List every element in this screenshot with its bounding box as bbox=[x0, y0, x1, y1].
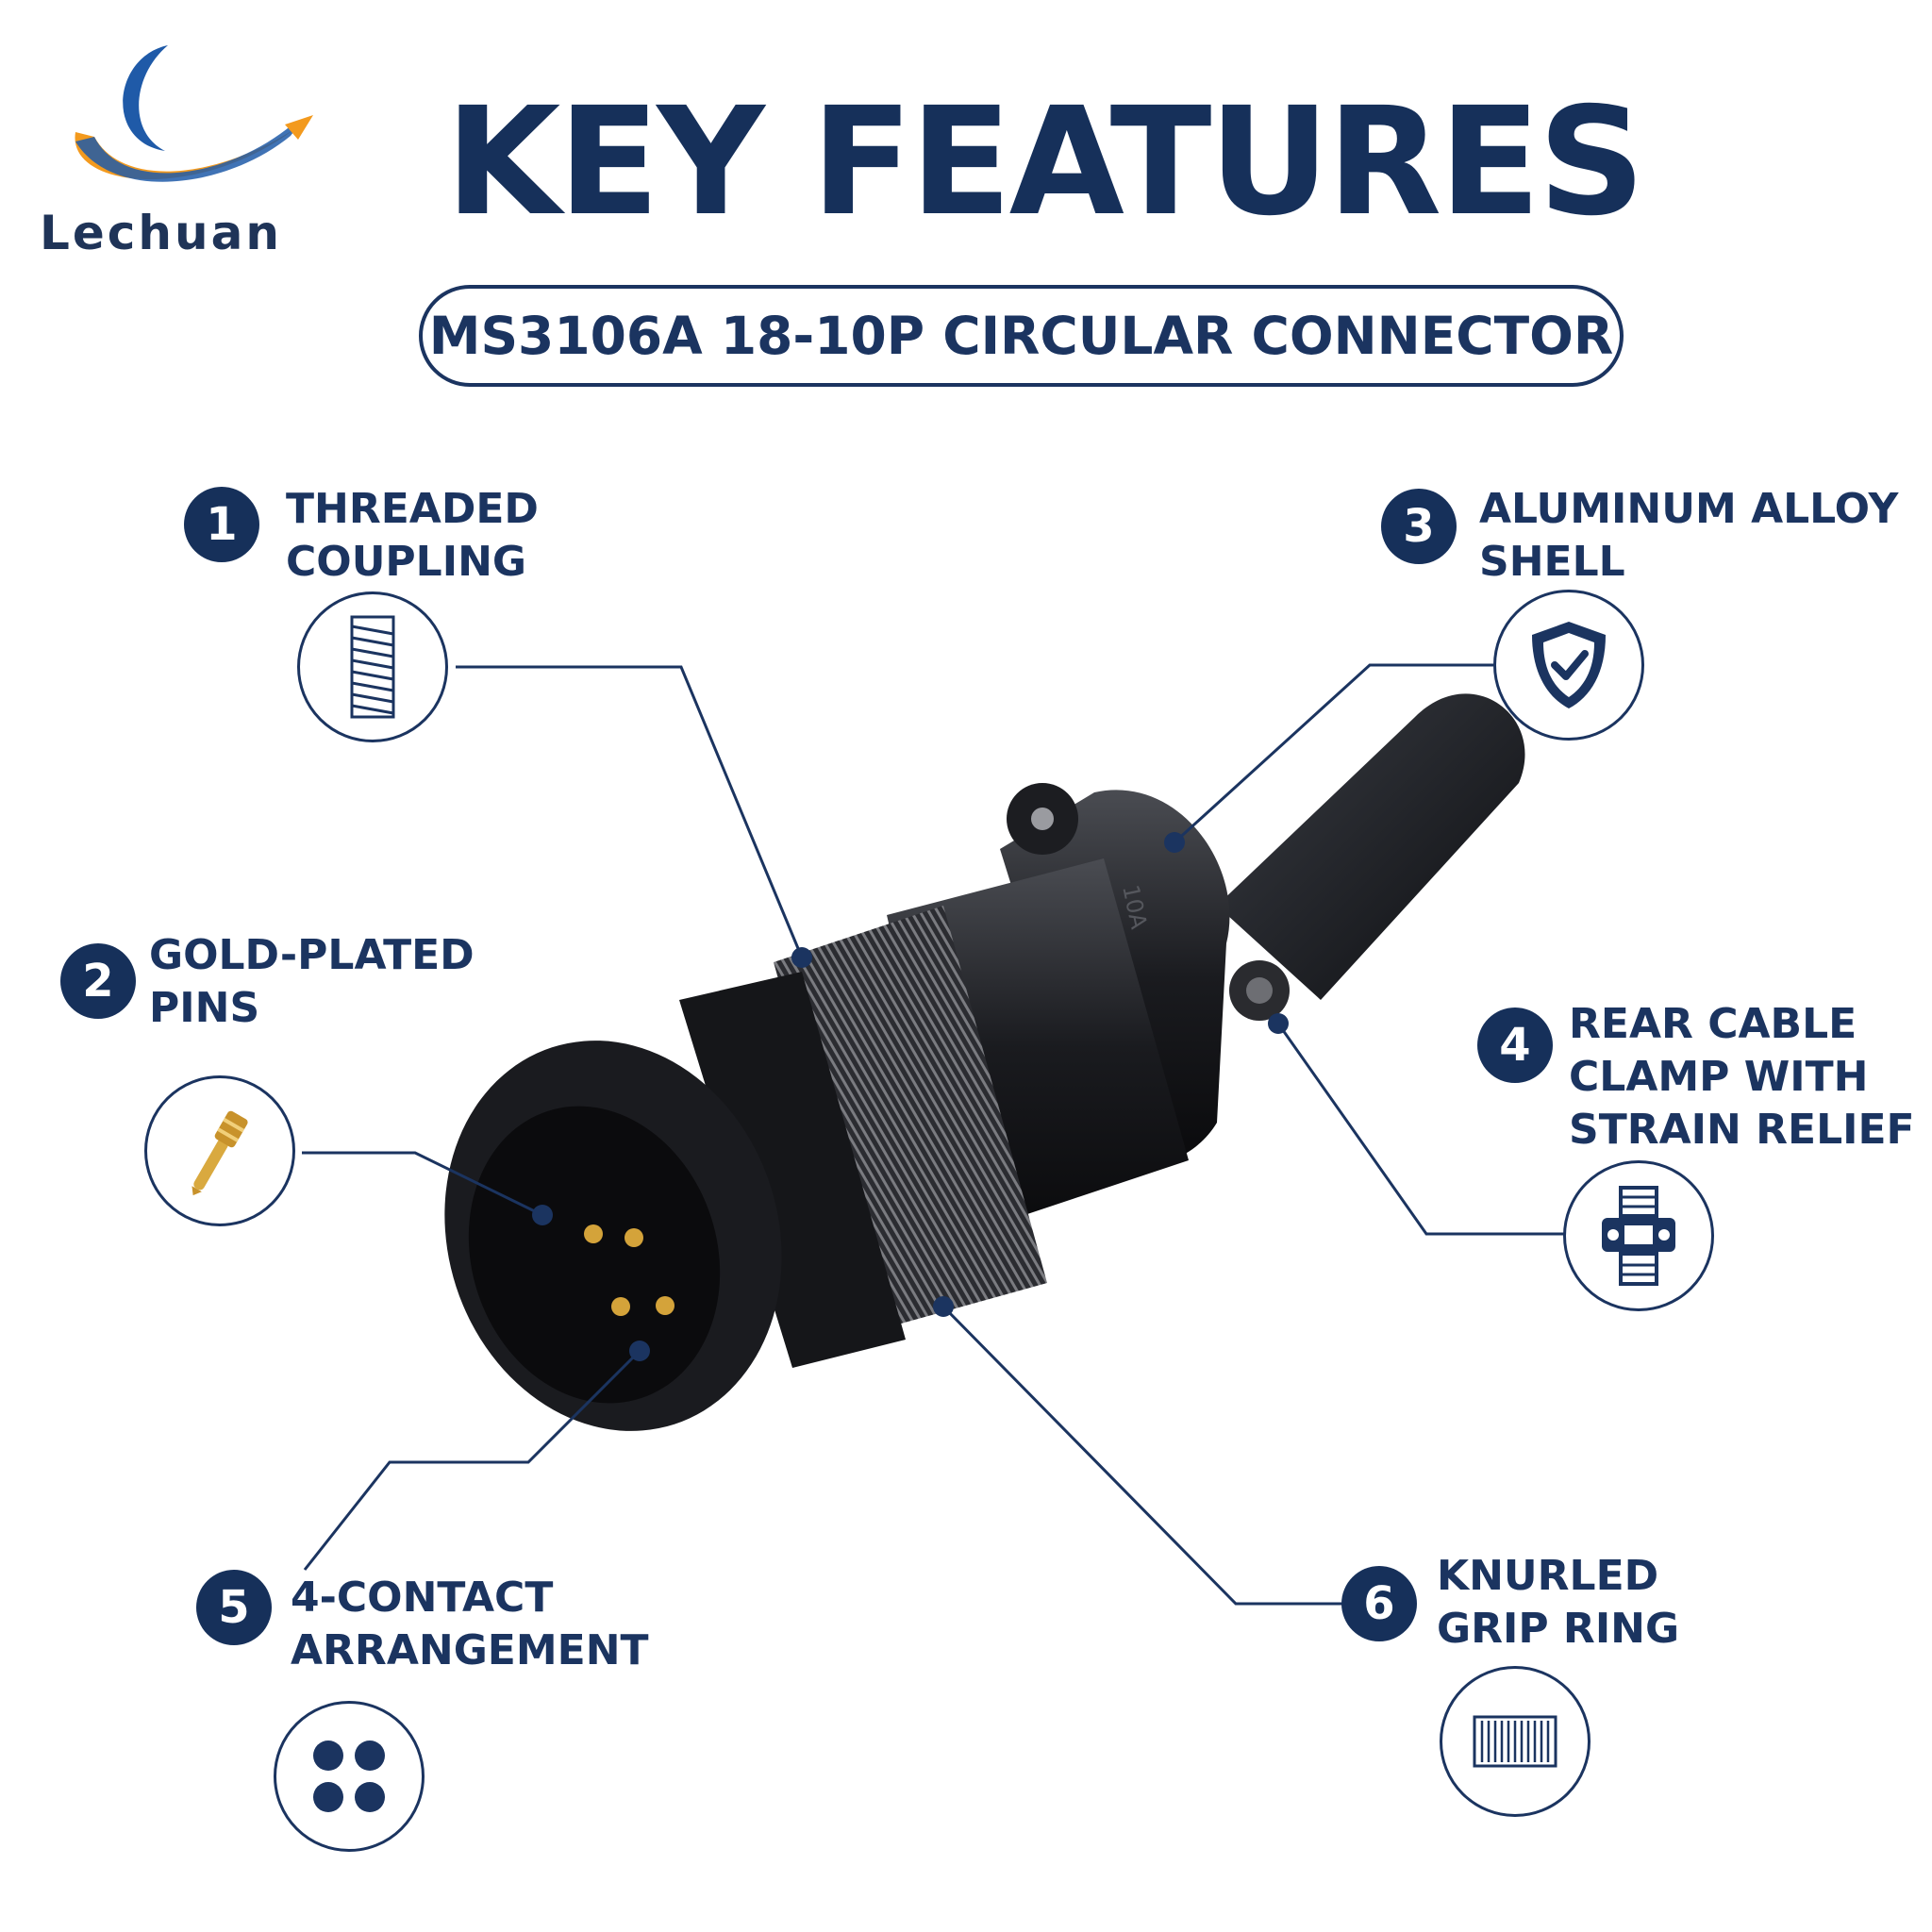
feature-5-label: 4-CONTACT ARRANGEMENT bbox=[291, 1572, 649, 1677]
feature-4-number: 4 bbox=[1477, 1008, 1553, 1083]
feature-6-line1: KNURLED bbox=[1437, 1552, 1659, 1600]
feature-4-line2: CLAMP WITH bbox=[1569, 1053, 1869, 1101]
feature-1-line2: COUPLING bbox=[286, 538, 527, 586]
feature-5-line1: 4-CONTACT bbox=[291, 1574, 554, 1622]
brand-logo: Lechuan bbox=[38, 38, 330, 274]
feature-2-icon-circle bbox=[144, 1075, 295, 1226]
feature-3-line1: ALUMINUM ALLOY bbox=[1479, 485, 1899, 533]
feature-3-label: ALUMINUM ALLOY SHELL bbox=[1479, 483, 1898, 589]
thread-icon bbox=[350, 615, 395, 719]
feature-2-line1: GOLD-PLATED bbox=[149, 931, 475, 979]
subtitle-text: MS3106A 18-10P CIRCULAR CONNECTOR bbox=[428, 306, 1614, 366]
feature-6-label: KNURLED GRIP RING bbox=[1437, 1550, 1679, 1656]
feature-2-number: 2 bbox=[60, 943, 136, 1019]
feature-4-icon-circle bbox=[1563, 1160, 1714, 1311]
feature-2-label: GOLD-PLATED PINS bbox=[149, 929, 475, 1035]
feature-4-line3: STRAIN RELIEF bbox=[1569, 1106, 1915, 1154]
knurl-icon bbox=[1473, 1715, 1557, 1768]
feature-1-label: THREADED COUPLING bbox=[286, 483, 539, 589]
feature-6-number: 6 bbox=[1341, 1566, 1417, 1641]
pin-icon bbox=[192, 1110, 248, 1196]
four-dots-icon bbox=[313, 1740, 385, 1812]
feature-1-icon-circle bbox=[297, 591, 448, 742]
subtitle-pill: MS3106A 18-10P CIRCULAR CONNECTOR bbox=[419, 285, 1624, 387]
feature-2-line2: PINS bbox=[149, 984, 260, 1032]
feature-3-number: 3 bbox=[1381, 489, 1457, 564]
page-title: KEY FEATURES bbox=[445, 75, 1645, 249]
feature-6-icon-circle bbox=[1440, 1666, 1591, 1817]
leader-dots bbox=[532, 832, 1289, 1361]
feature-4-label: REAR CABLE CLAMP WITH STRAIN RELIEF bbox=[1569, 998, 1915, 1157]
feature-3-line2: SHELL bbox=[1479, 538, 1625, 586]
connector-body bbox=[444, 858, 1189, 1431]
logo-swoosh-icon bbox=[75, 45, 313, 182]
brand-name: Lechuan bbox=[40, 206, 282, 260]
feature-4-line1: REAR CABLE bbox=[1569, 1000, 1857, 1048]
feature-1-number: 1 bbox=[184, 487, 259, 562]
feature-6-line2: GRIP RING bbox=[1437, 1605, 1680, 1653]
feature-5-number: 5 bbox=[196, 1570, 272, 1645]
feature-1-line1: THREADED bbox=[286, 485, 539, 533]
feature-5-line2: ARRANGEMENT bbox=[291, 1626, 649, 1674]
cable bbox=[1217, 693, 1525, 1000]
shield-check-icon bbox=[1532, 622, 1606, 708]
leader-lines bbox=[302, 663, 1564, 1606]
feature-5-icon-circle bbox=[274, 1701, 425, 1852]
feature-3-icon-circle bbox=[1493, 590, 1644, 741]
cable-clamp-icon bbox=[1602, 1186, 1675, 1286]
